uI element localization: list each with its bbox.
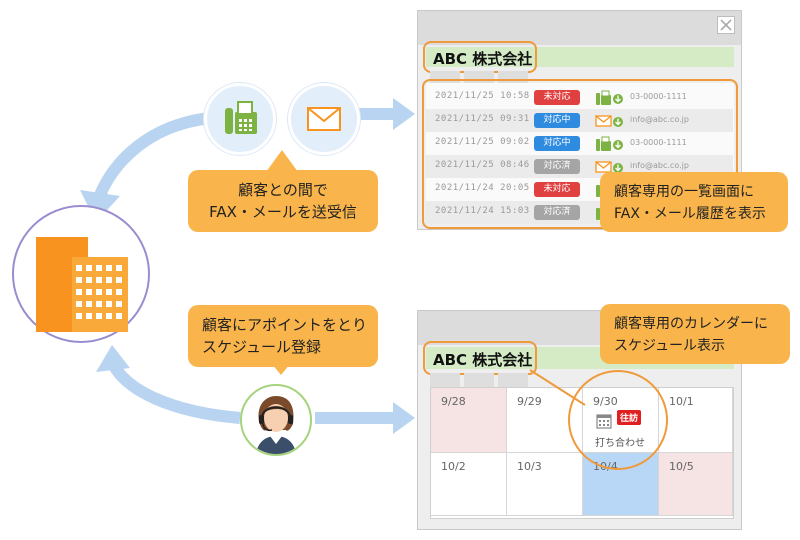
arrow-head-list [393, 98, 415, 130]
row-address: info@abc.co.jp [630, 115, 689, 124]
bubble-calendar-view-line1: 顧客専用のカレンダーに [614, 316, 768, 332]
calendar-date: 9/29 [517, 395, 542, 408]
calendar-date: 10/2 [441, 460, 466, 473]
status-badge: 対応中 [534, 136, 580, 151]
list-window-titlebar [418, 11, 741, 45]
channel-icon [595, 159, 625, 175]
list-tab [498, 71, 528, 85]
bubble-list-view-line1: 顧客専用の一覧画面に [614, 184, 754, 200]
list-tab [430, 71, 460, 85]
calendar-date: 10/1 [669, 395, 694, 408]
bubble-list-view: 顧客専用の一覧画面に FAX・メール履歴を表示 [600, 172, 788, 232]
row-datetime: 2021/11/25 08:46 [435, 160, 530, 170]
arrow-head-calendar [393, 402, 415, 434]
mail-icon [307, 107, 341, 131]
row-datetime: 2021/11/24 20:05 [435, 183, 530, 193]
arrow-to-building-bottom [106, 359, 241, 424]
history-list-highlight [422, 79, 738, 229]
list-company-name: ABC 株式会社 [433, 50, 533, 68]
table-row[interactable]: 2021/11/25 10:58 未対応 03-0000-1111 [425, 86, 733, 109]
channel-icon [595, 136, 625, 152]
mail-circle [288, 83, 360, 155]
fax-circle [204, 83, 276, 155]
arrow-to-list-bar [355, 108, 395, 120]
status-badge: 対応中 [534, 113, 580, 128]
bubble-appointment: 顧客にアポイントをとり スケジュール登録 [188, 305, 378, 367]
bubble-appointment-line1: 顧客にアポイントをとり [202, 316, 368, 334]
calendar-company-name: ABC 株式会社 [433, 351, 533, 369]
row-address: info@abc.co.jp [630, 161, 689, 170]
calendar-tab [464, 373, 494, 387]
close-icon [720, 19, 732, 31]
table-row[interactable]: 2021/11/25 09:31 対応中 info@abc.co.jp [425, 109, 733, 132]
list-company-bar [426, 47, 734, 67]
row-datetime: 2021/11/24 15:03 [435, 206, 530, 216]
calendar-date: 10/3 [517, 460, 542, 473]
arrow-to-building-top [94, 112, 211, 198]
row-datetime: 2021/11/25 09:02 [435, 137, 530, 147]
arrow-head-building-top [80, 190, 120, 222]
row-address: 03-0000-1111 [630, 92, 687, 101]
calendar-day-cell[interactable]: 10/1 [659, 388, 733, 453]
fax-icon [596, 136, 623, 151]
fax-icon [225, 101, 257, 134]
status-badge: 未対応 [534, 182, 580, 197]
operator-circle [240, 384, 312, 456]
building-icon [36, 237, 128, 332]
calendar-date: 9/28 [441, 395, 466, 408]
bubble-fax-mail-line1: 顧客との間で [238, 181, 328, 199]
channel-icon [595, 90, 625, 106]
table-row[interactable]: 2021/11/25 09:02 対応中 03-0000-1111 [425, 132, 733, 155]
list-tab [464, 71, 494, 85]
mail-icon [595, 115, 623, 127]
calendar-day-cell[interactable]: 10/5 [659, 453, 733, 516]
row-datetime: 2021/11/25 09:31 [435, 114, 530, 124]
calendar-tab [498, 373, 528, 387]
row-address: 03-0000-1111 [630, 138, 687, 147]
status-badge: 対応済 [534, 159, 580, 174]
status-badge: 未対応 [534, 90, 580, 105]
row-datetime: 2021/11/25 10:58 [435, 91, 530, 101]
fax-icon [596, 90, 623, 105]
calendar-tab [430, 373, 460, 387]
arrow-to-calendar-bar [315, 412, 395, 424]
calendar-day-cell[interactable]: 9/28 [431, 388, 507, 453]
list-window-close-button[interactable] [717, 16, 735, 34]
channel-icon [595, 113, 625, 129]
event-highlight-circle [568, 370, 668, 470]
calendar-date: 10/5 [669, 460, 694, 473]
operator-icon [256, 396, 296, 454]
company-building [12, 205, 150, 343]
calendar-day-cell[interactable]: 10/2 [431, 453, 507, 516]
calendar-day-cell[interactable]: 10/3 [507, 453, 583, 516]
bubble-calendar-view: 顧客専用のカレンダーに スケジュール表示 [600, 304, 790, 364]
bubble-list-view-line2: FAX・メール履歴を表示 [614, 206, 766, 222]
arrow-head-building-bottom [96, 345, 130, 372]
mail-icon [595, 161, 623, 173]
bubble-fax-mail-line2: FAX・メールを送受信 [209, 203, 357, 221]
bubble-fax-mail: 顧客との間で FAX・メールを送受信 [188, 170, 378, 232]
bubble-calendar-view-line2: スケジュール表示 [614, 338, 726, 354]
bubble-appointment-line2: スケジュール登録 [202, 338, 321, 356]
status-badge: 対応済 [534, 205, 580, 220]
